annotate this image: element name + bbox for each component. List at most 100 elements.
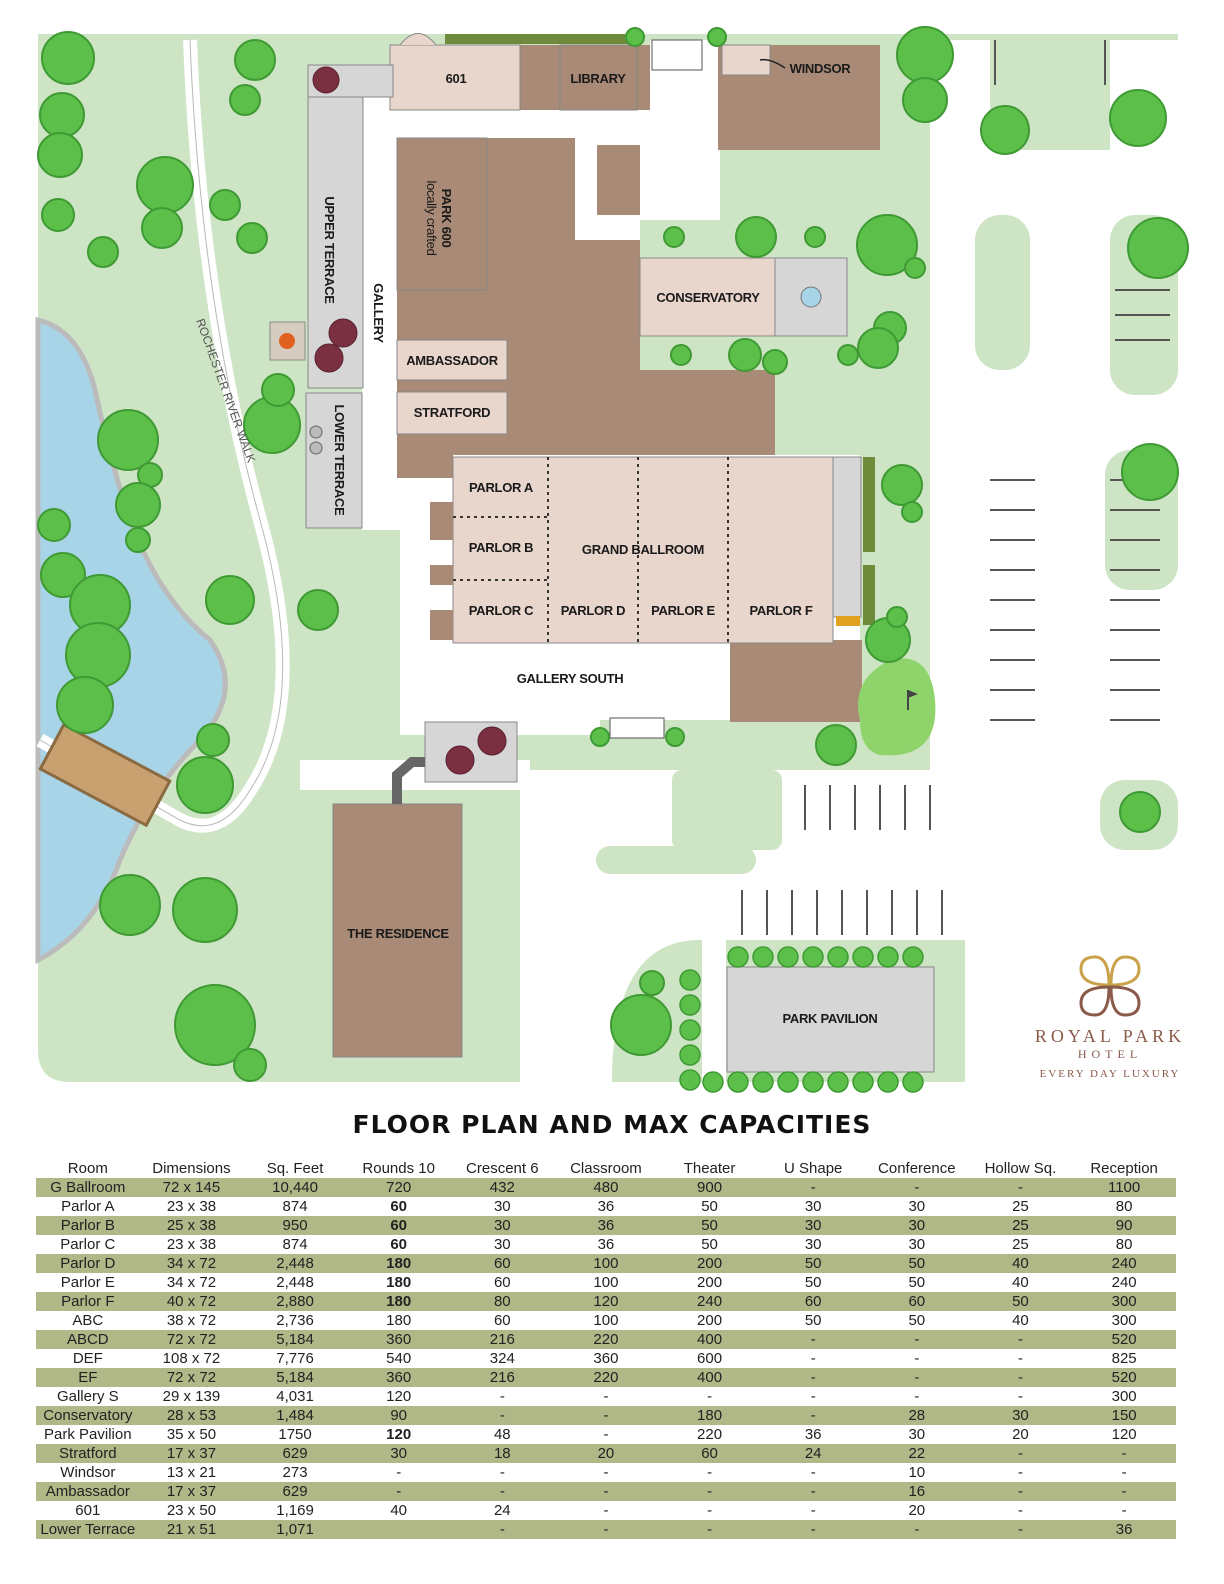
- table-cell: 220: [593, 1369, 619, 1386]
- table-cell: 874: [282, 1236, 308, 1253]
- table-cell: 17 x 37: [166, 1483, 217, 1500]
- table-cell: 900: [697, 1179, 723, 1196]
- table-cell: 300: [1111, 1293, 1137, 1310]
- service-block: [597, 145, 640, 215]
- column-header: Classroom: [570, 1159, 642, 1177]
- table-cell: 28 x 53: [166, 1407, 217, 1424]
- table-cell: -: [603, 1502, 609, 1519]
- column-header: Rounds 10: [362, 1159, 435, 1177]
- room-library[interactable]: [559, 44, 638, 111]
- grand-ballroom[interactable]: [452, 456, 834, 644]
- table-cell: 30: [390, 1445, 408, 1462]
- table-cell: 40: [1012, 1274, 1029, 1291]
- table-cell: 180: [386, 1293, 412, 1310]
- room-conservatory[interactable]: [639, 257, 776, 337]
- table-cell: Lower Terrace: [40, 1521, 136, 1538]
- table-cell: -: [810, 1369, 816, 1386]
- table-cell: -: [499, 1483, 505, 1500]
- table-cell: 36: [597, 1217, 615, 1234]
- table-cell: 30: [493, 1236, 511, 1253]
- table-cell: -: [810, 1407, 816, 1424]
- table-cell: 360: [386, 1369, 412, 1386]
- label-stratford: STRATFORD: [414, 405, 491, 420]
- the-residence[interactable]: [332, 803, 463, 1058]
- table-cell: 540: [386, 1350, 412, 1367]
- table-cell: 60: [493, 1274, 511, 1291]
- table-cell: 180: [386, 1255, 412, 1272]
- table-cell: 30: [804, 1198, 822, 1215]
- table-cell: 60: [390, 1217, 408, 1234]
- room-park600[interactable]: [396, 137, 488, 291]
- table-cell: -: [914, 1331, 920, 1348]
- room-601[interactable]: [389, 44, 521, 111]
- table-cell: 432: [489, 1179, 515, 1196]
- label-ambassador: AMBASSADOR: [406, 353, 499, 368]
- label-windsor: WINDSOR: [790, 61, 852, 76]
- room-601-dome: [399, 33, 437, 46]
- river: [35, 316, 228, 965]
- table-cell: 23 x 38: [166, 1198, 217, 1215]
- table-cell: -: [396, 1464, 402, 1481]
- label-gallery: GALLERY: [371, 283, 386, 343]
- table-cell: 100: [593, 1312, 619, 1329]
- table-cell: 25: [1012, 1198, 1029, 1215]
- table-cell: Parlor F: [61, 1293, 115, 1310]
- table-cell: 324: [489, 1350, 515, 1367]
- column-header: Reception: [1090, 1159, 1158, 1177]
- room-ambassador[interactable]: [396, 339, 508, 381]
- park-pavilion[interactable]: [726, 966, 935, 1073]
- table-cell: 80: [493, 1293, 511, 1310]
- label-lower-terrace: LOWER TERRACE: [332, 405, 347, 517]
- label-parlor-e: PARLOR E: [651, 603, 715, 618]
- column-header: Room: [67, 1159, 108, 1177]
- label-upper-terrace: UPPER TERRACE: [322, 196, 337, 304]
- table-cell: 601: [75, 1502, 101, 1519]
- table-cell: 38 x 72: [166, 1312, 217, 1329]
- table-cell: -: [810, 1388, 816, 1405]
- room-stratford[interactable]: [396, 391, 508, 435]
- lower-terrace[interactable]: [305, 392, 363, 529]
- table-cell: -: [914, 1350, 920, 1367]
- table-cell: 5,184: [276, 1331, 314, 1348]
- table-cell: 10: [908, 1464, 926, 1481]
- label-library: LIBRARY: [570, 71, 626, 86]
- column-header: Hollow Sq.: [984, 1159, 1057, 1177]
- table-cell: 40 x 72: [166, 1293, 217, 1310]
- table-cell: -: [1017, 1483, 1023, 1500]
- bridge: [38, 722, 172, 828]
- parking-stripes: [741, 40, 1170, 935]
- table-cell: 60: [493, 1255, 511, 1272]
- hedge: [863, 565, 875, 625]
- table-cell: 36: [597, 1236, 615, 1253]
- table-cell: 240: [1111, 1255, 1137, 1272]
- table-cell: -: [810, 1464, 816, 1481]
- table-cell: 50: [908, 1312, 926, 1329]
- table-cell: 60: [493, 1312, 511, 1329]
- table-cell: 30: [804, 1236, 822, 1253]
- label-parlor-b: PARLOR B: [469, 540, 534, 555]
- column-header: U Shape: [784, 1159, 843, 1177]
- putting-green: [858, 658, 936, 756]
- table-cell: 360: [386, 1331, 412, 1348]
- table-cell: -: [914, 1521, 920, 1538]
- table-cell: -: [1017, 1388, 1023, 1405]
- table-cell: -: [396, 1483, 402, 1500]
- hotel-site-map: 601 LIBRARY WINDSOR PARK 600 locally cra…: [35, 26, 1189, 1093]
- table-cell: -: [603, 1521, 609, 1538]
- table-cell: -: [914, 1388, 920, 1405]
- column-header: Dimensions: [152, 1159, 231, 1177]
- table-cell: 30: [908, 1198, 926, 1215]
- table-cell: 825: [1111, 1350, 1137, 1367]
- table-cell: 20: [1012, 1426, 1029, 1443]
- table-cell: -: [603, 1426, 609, 1443]
- label-park600: PARK 600: [439, 189, 454, 248]
- table-cell: 21 x 51: [166, 1521, 217, 1538]
- table-cell: -: [1017, 1464, 1023, 1481]
- table-cell: 34 x 72: [166, 1255, 217, 1272]
- table-cell: -: [1121, 1464, 1127, 1481]
- table-cell: 120: [1111, 1426, 1137, 1443]
- table-cell: Parlor A: [61, 1198, 115, 1215]
- table-cell: 720: [386, 1179, 412, 1196]
